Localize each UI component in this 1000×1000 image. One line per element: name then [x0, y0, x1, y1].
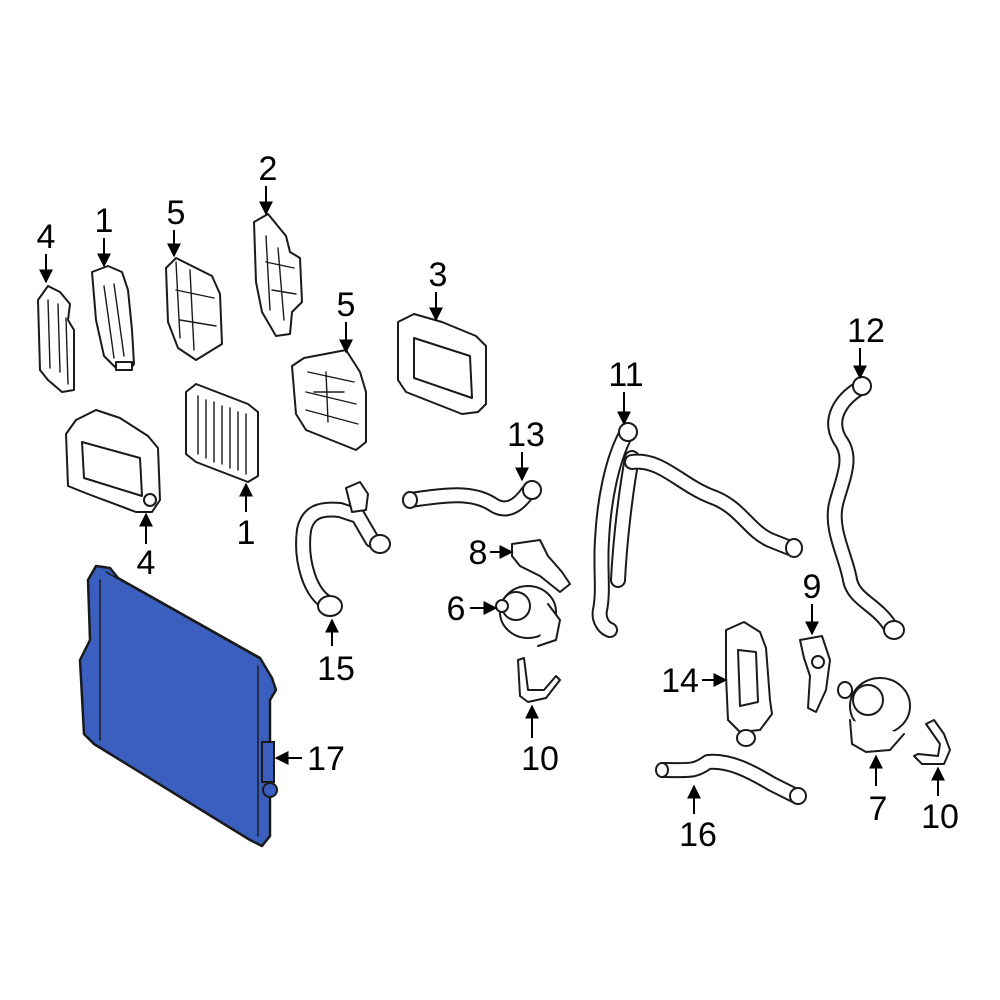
callout-1-bottom: 1: [237, 514, 256, 552]
part-10-clamp-right: [913, 719, 951, 765]
callout-10-right: 10: [921, 798, 959, 836]
part-1-air-guide-top: [91, 265, 135, 371]
part-12-coolant-hose: [826, 376, 905, 640]
part-5-air-duct-center: [291, 349, 367, 451]
part-9-bracket: [799, 635, 831, 713]
callout-3: 3: [429, 256, 448, 294]
part-15-coolant-hose: [295, 481, 391, 617]
part-14-hose: [725, 621, 773, 747]
part-3-frame: [397, 313, 487, 415]
leader-lines: [39, 186, 945, 814]
callout-1-top: 1: [95, 202, 114, 240]
part-5-air-duct-top: [165, 257, 223, 361]
callout-10-center: 10: [521, 740, 559, 778]
callout-7: 7: [869, 790, 888, 828]
part-17-radiator: [78, 564, 278, 848]
callout-2: 2: [259, 150, 278, 188]
callout-numbers: 4 1 5 2 3 5 12 11 13 4 1 8 6 9 15 14 10 …: [37, 150, 959, 854]
callout-6: 6: [447, 590, 466, 628]
part-4-air-duct-housing: [65, 409, 161, 513]
part-16-coolant-hose: [655, 753, 807, 805]
part-6-water-pump: [495, 585, 561, 647]
part-2-bracket: [253, 213, 303, 337]
callout-4-bottom: 4: [137, 544, 156, 582]
part-11-hose-assembly: [591, 422, 803, 638]
callout-12: 12: [847, 312, 885, 350]
part-4-air-duct-bracket-top: [37, 285, 75, 393]
callout-15: 15: [317, 650, 355, 688]
part-1-auxiliary-radiator: [185, 383, 259, 483]
part-7-water-pump: [837, 677, 911, 753]
part-10-clamp-center: [517, 657, 561, 703]
callout-8: 8: [469, 534, 488, 572]
callout-14: 14: [661, 662, 699, 700]
callout-5-top: 5: [167, 194, 186, 232]
callout-9: 9: [803, 568, 822, 606]
callout-11: 11: [608, 356, 643, 394]
callout-17: 17: [307, 740, 345, 778]
part-13-coolant-hose: [402, 480, 542, 517]
part-8-bracket: [511, 539, 571, 593]
callout-16: 16: [679, 816, 717, 854]
callout-4-top: 4: [37, 218, 56, 256]
callout-13: 13: [507, 416, 545, 454]
callout-5-center: 5: [337, 286, 356, 324]
